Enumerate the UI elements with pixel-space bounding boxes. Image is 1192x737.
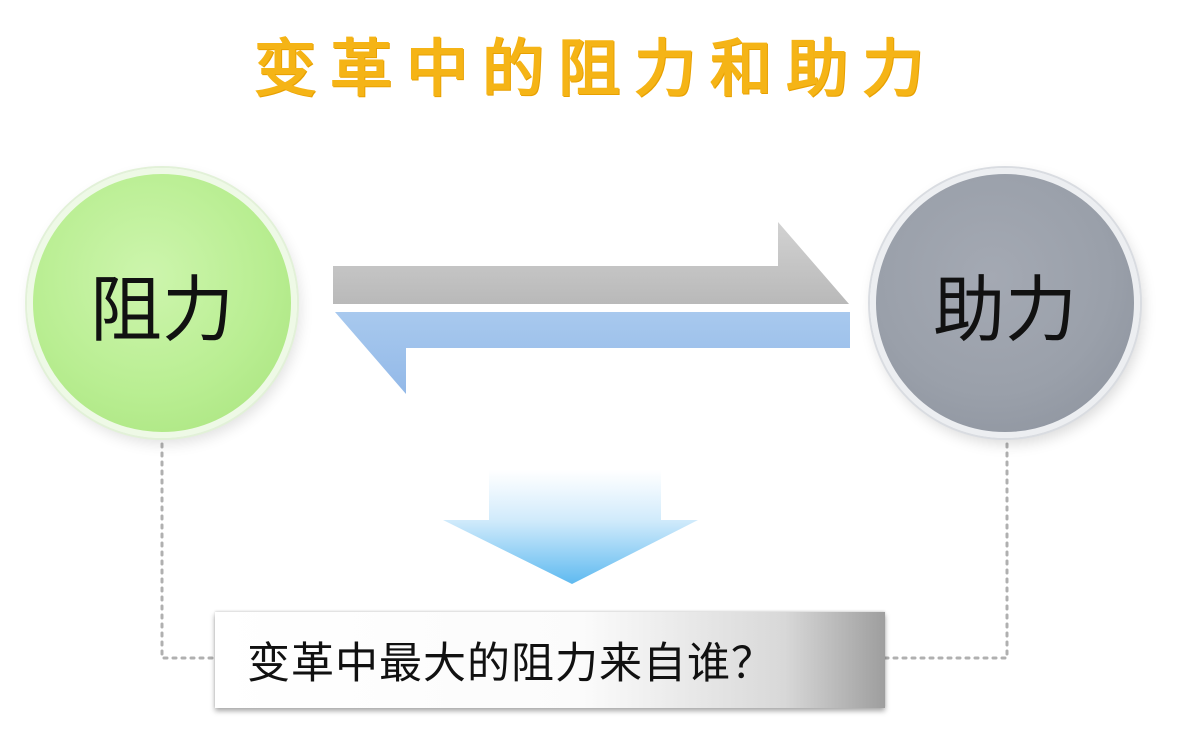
down-arrow — [443, 470, 698, 584]
right-arrow — [333, 222, 849, 304]
left-arrow — [335, 312, 850, 394]
page-title: 变革中的阻力和助力 — [253, 32, 938, 105]
question-text: 变革中最大的阻力来自谁？ — [247, 639, 775, 689]
resistance-circle: 阻力 — [27, 168, 297, 438]
support-label: 助力 — [932, 267, 1077, 352]
right-dotted-connector — [883, 442, 1009, 660]
left-dotted-connector — [160, 442, 218, 660]
support-circle: 助力 — [870, 168, 1140, 438]
question-box: 变革中最大的阻力来自谁？ — [215, 612, 885, 708]
resistance-label: 阻力 — [89, 267, 234, 352]
